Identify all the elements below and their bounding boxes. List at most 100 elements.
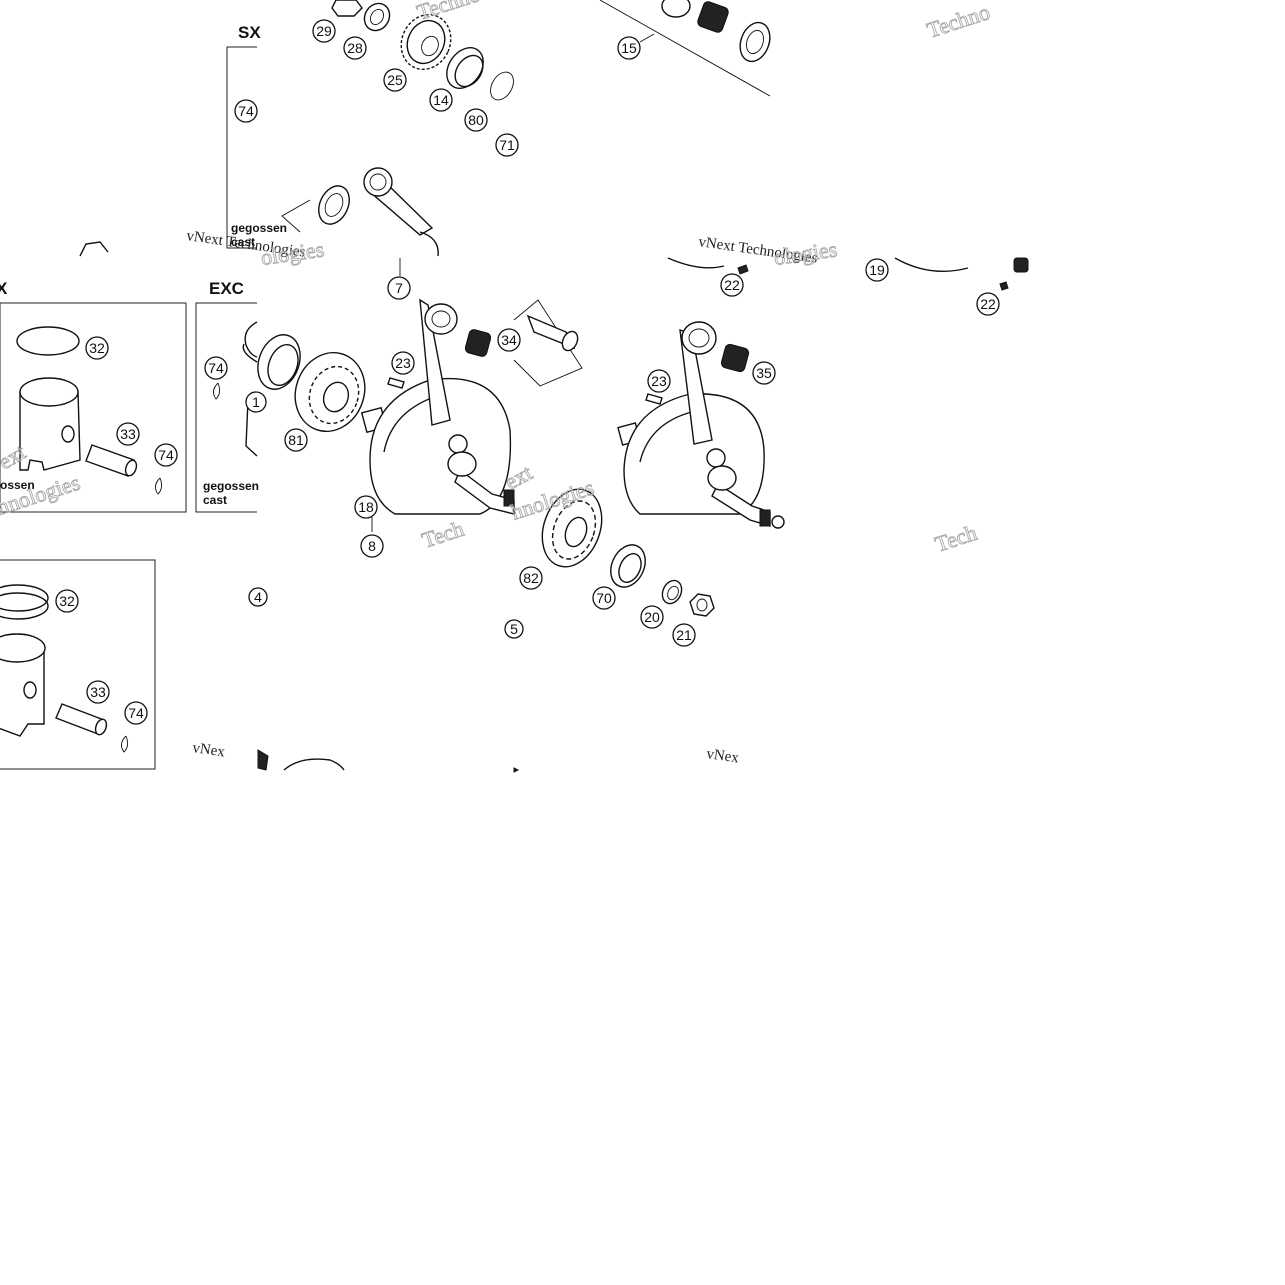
- svg-text:8: 8: [368, 538, 376, 554]
- watermark-vnex-left: vNex: [191, 740, 226, 760]
- oring-80: [490, 71, 514, 101]
- piston-rings-32b: [0, 584, 49, 620]
- piston-ring-exc: [242, 321, 258, 457]
- svg-text:74: 74: [238, 103, 254, 119]
- callout-23-right: 23: [647, 369, 671, 393]
- left-variant-frame: X: [0, 279, 187, 513]
- washer-20: [661, 579, 683, 605]
- callout-33-bottom: 33: [86, 680, 110, 704]
- svg-text:35: 35: [756, 365, 772, 381]
- svg-text:70: 70: [596, 590, 612, 606]
- callout-25: 25: [383, 68, 407, 92]
- svg-text:74: 74: [128, 705, 144, 721]
- svg-text:5: 5: [510, 621, 518, 637]
- callout-8: 8: [360, 534, 384, 558]
- callout-4-partial: 4: [248, 587, 268, 607]
- svg-text:32: 32: [59, 593, 75, 609]
- lower-fragments: [257, 749, 520, 773]
- callout-29: 29: [312, 19, 336, 43]
- callout-22-center: 22: [720, 273, 744, 297]
- callout-20: 20: [640, 605, 664, 629]
- svg-text:34: 34: [501, 332, 517, 348]
- watermark-techno-top: Techno: [414, 0, 483, 25]
- callout-15: 15: [617, 36, 641, 60]
- woodruff-key-23b: [645, 393, 663, 405]
- svg-text:22: 22: [980, 296, 996, 312]
- callout-1-partial: 1: [245, 391, 267, 413]
- svg-text:21: 21: [676, 627, 692, 643]
- piston-ring-32a: [16, 326, 80, 356]
- svg-text:32: 32: [89, 340, 105, 356]
- callout-80: 80: [464, 108, 488, 132]
- cast-notes: gegossen cast gegossen cast ossen: [0, 221, 287, 507]
- clip-74c: [213, 382, 221, 400]
- cast-note-en-sx: cast: [231, 235, 255, 249]
- callout-7: 7: [387, 276, 411, 300]
- leader-15: [639, 33, 655, 43]
- callout-23-left: 23: [391, 351, 415, 375]
- callout-74-sx: 74: [234, 99, 258, 123]
- svg-text:25: 25: [387, 72, 403, 88]
- svg-text:28: 28: [347, 40, 363, 56]
- watermark-tech-right: Tech: [932, 520, 980, 557]
- cast-note-de-exc: gegossen: [203, 479, 259, 493]
- callout-71: 71: [495, 133, 519, 157]
- exc-variant-frame: EXC: [195, 279, 257, 513]
- callout-21: 21: [672, 623, 696, 647]
- small-end-bearing-35: [720, 343, 750, 373]
- piston-pin-33b: [55, 703, 108, 736]
- clip-74d: [121, 735, 129, 753]
- callout-14: 14: [429, 88, 453, 112]
- shaft-seal-left: [257, 334, 301, 390]
- svg-text:33: 33: [120, 426, 136, 442]
- callout-28: 28: [343, 36, 367, 60]
- callout-19: 19: [865, 258, 889, 282]
- crank-right-fragments: [667, 257, 1029, 291]
- svg-text:1: 1: [252, 394, 260, 410]
- washer-28: [363, 2, 391, 32]
- svg-text:15: 15: [621, 40, 637, 56]
- svg-text:18: 18: [358, 499, 374, 515]
- watermark-techno-right: Techno: [924, 0, 993, 43]
- wrist-pin-box: [513, 299, 583, 387]
- callout-74-left: 74: [154, 443, 178, 467]
- piston-bottom: [0, 633, 46, 737]
- shaft-seal-70: [610, 544, 646, 588]
- svg-text:23: 23: [395, 355, 411, 371]
- crankshaft-8: [360, 298, 515, 532]
- callout-74-bottom: 74: [124, 701, 148, 725]
- callout-22-right: 22: [976, 292, 1000, 316]
- bottom-variant-frame: [0, 559, 156, 770]
- svg-text:33: 33: [90, 684, 106, 700]
- svg-text:20: 20: [644, 609, 660, 625]
- callout-34: 34: [497, 328, 521, 352]
- svg-text:23: 23: [651, 373, 667, 389]
- callout-33-left: 33: [116, 422, 140, 446]
- washer-left-conrod: [281, 185, 350, 233]
- svg-text:81: 81: [288, 432, 304, 448]
- sx-variant-label: SX: [238, 23, 261, 42]
- callout-74-exc: 74: [204, 356, 228, 380]
- woodruff-key-23a: [387, 377, 405, 389]
- piston-pin-33a: [85, 444, 138, 477]
- callout-5-partial: 5: [504, 619, 524, 639]
- shaft-axis-line: [599, 0, 771, 97]
- nut-21: [689, 593, 715, 617]
- nut-top: [331, 0, 363, 17]
- svg-text:82: 82: [523, 570, 539, 586]
- svg-text:14: 14: [433, 92, 449, 108]
- callout-35: 35: [752, 361, 776, 385]
- callout-32-bottom: 32: [55, 589, 79, 613]
- svg-text:74: 74: [158, 447, 174, 463]
- watermark-tail-center: ologies: [772, 236, 838, 270]
- svg-text:4: 4: [254, 589, 262, 605]
- connecting-rod-7: [363, 167, 439, 276]
- callout-32-left: 32: [85, 336, 109, 360]
- gear-25: [400, 13, 452, 71]
- callout-82: 82: [519, 566, 543, 590]
- crankshaft-right: [617, 321, 785, 529]
- watermark-vnex-right: vNex: [705, 746, 740, 766]
- svg-text:71: 71: [499, 137, 515, 153]
- bearing-ring-14: [446, 47, 484, 89]
